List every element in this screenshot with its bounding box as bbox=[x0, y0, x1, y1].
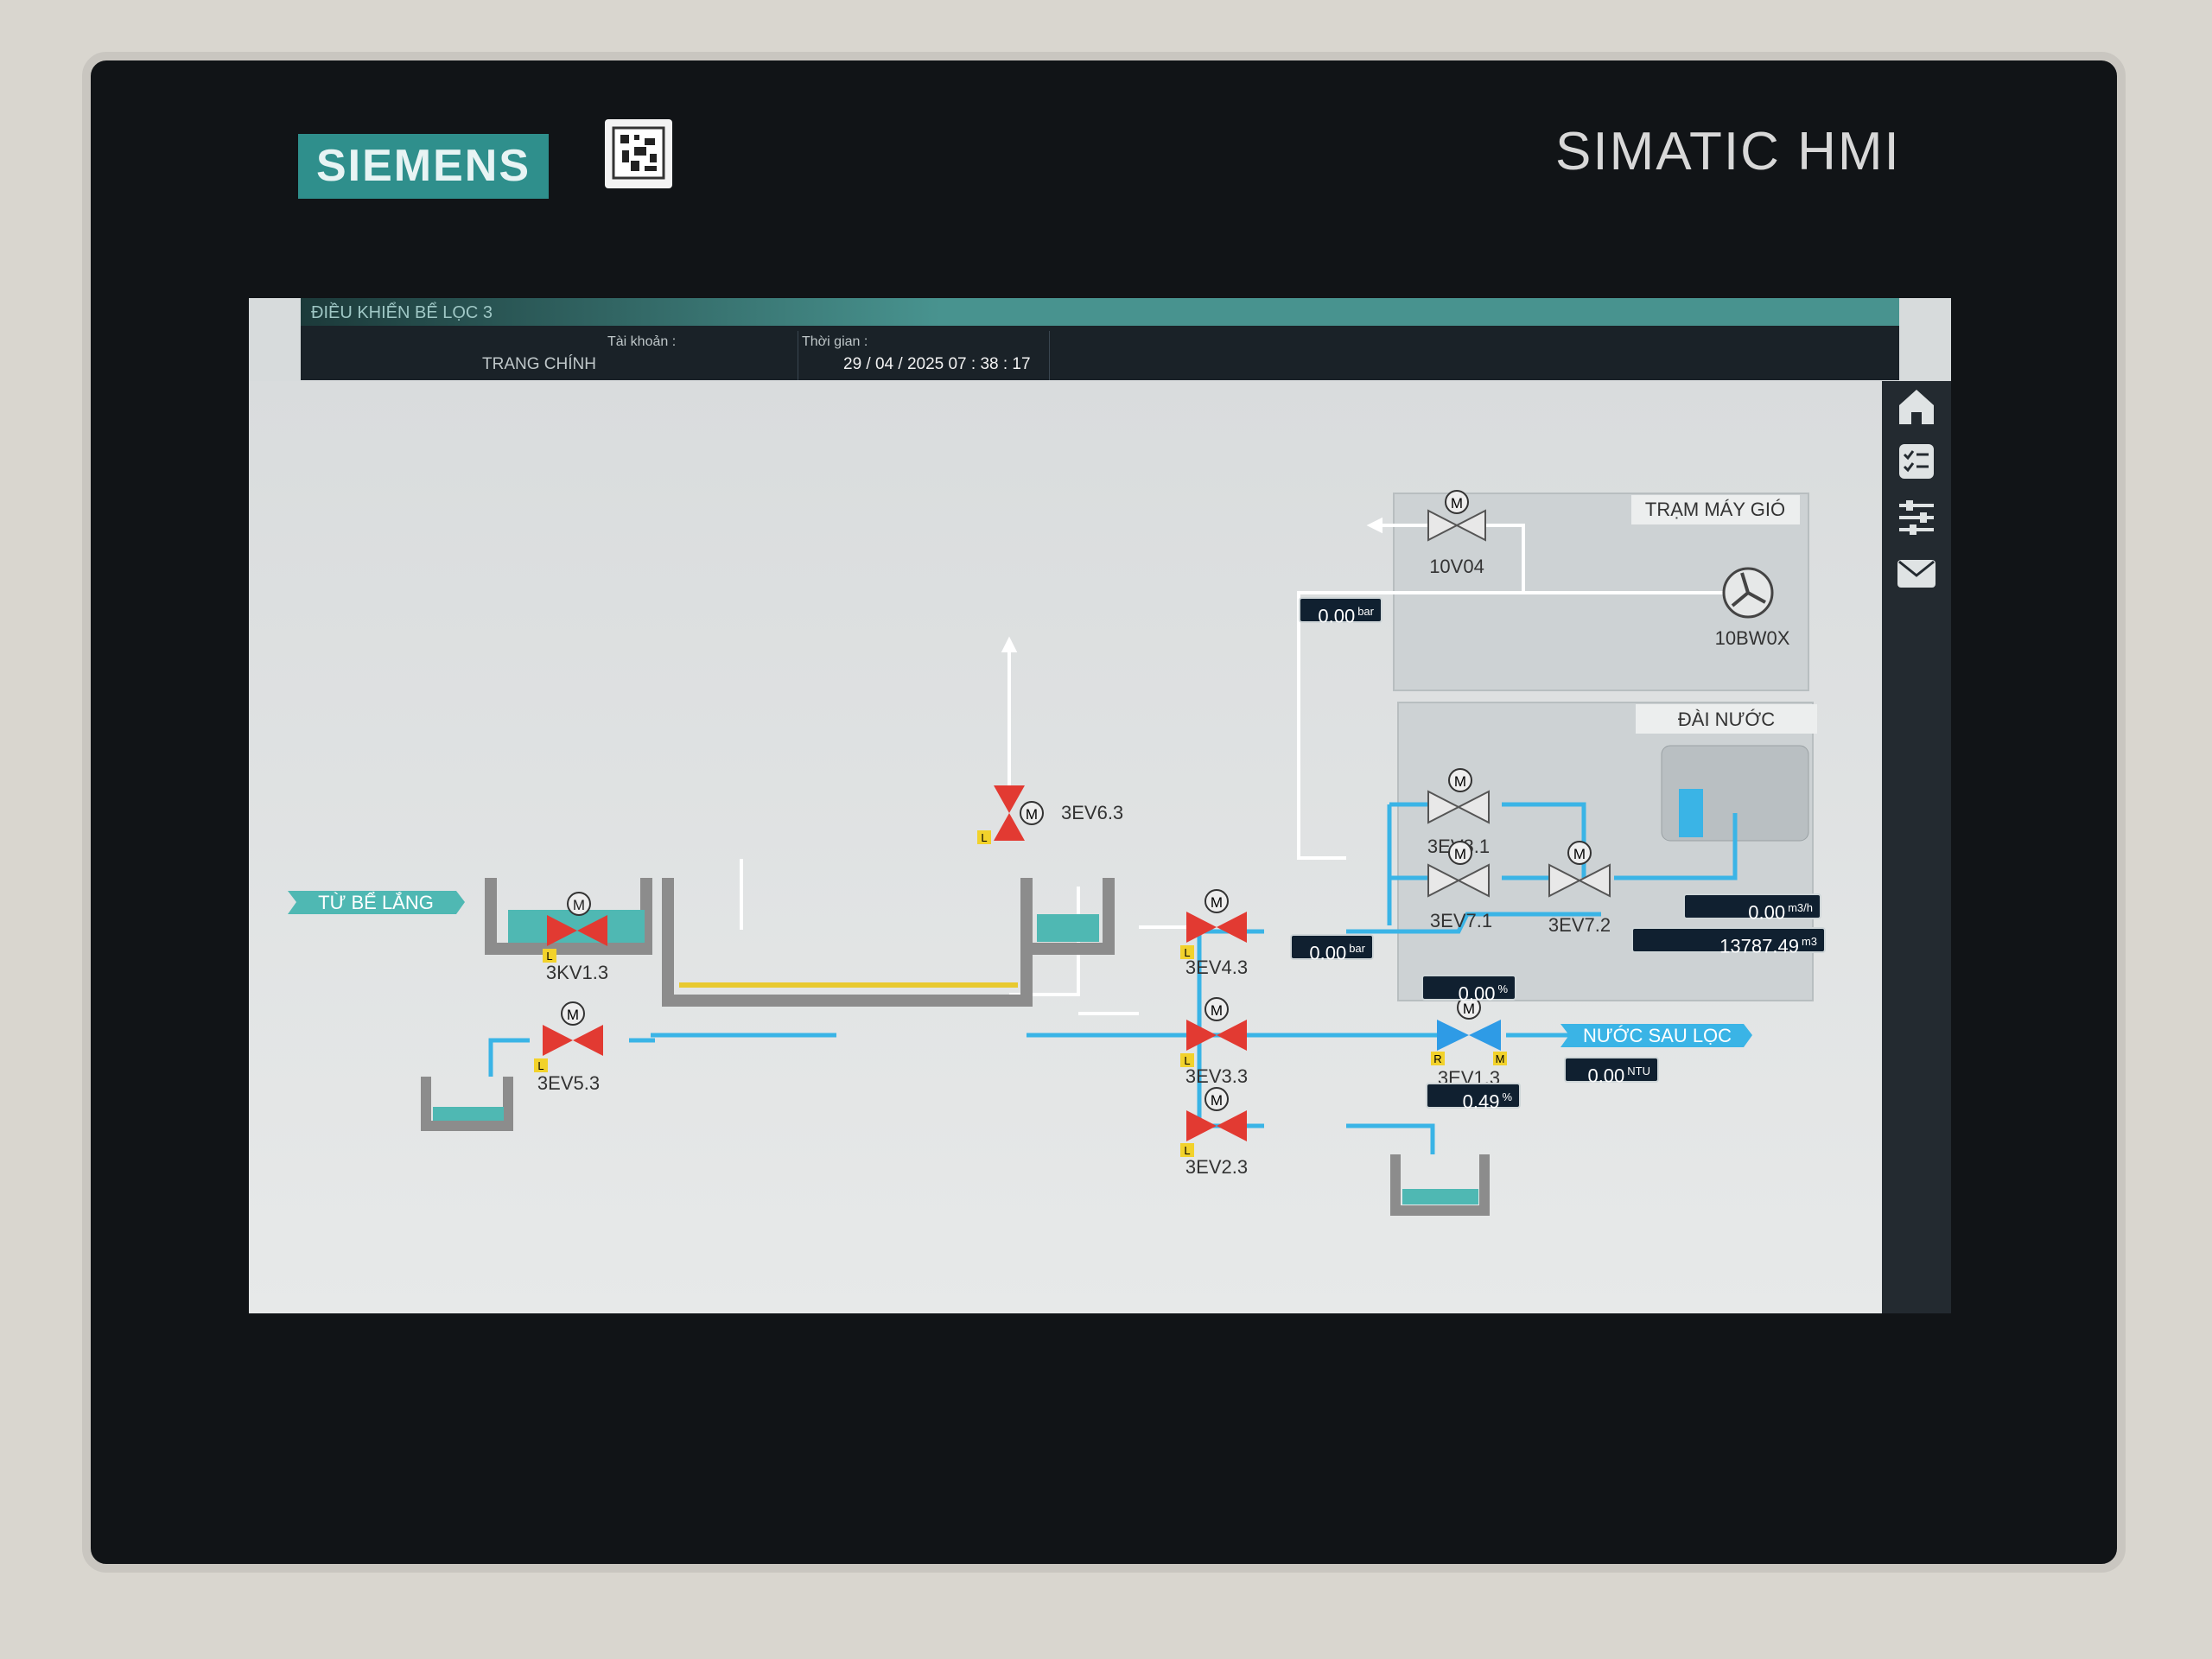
svg-text:M: M bbox=[1496, 1052, 1505, 1065]
svg-text:M: M bbox=[567, 1007, 579, 1023]
screen-title: ĐIỀU KHIỂN BỂ LỌC 3 bbox=[311, 303, 493, 322]
svg-text:M: M bbox=[1211, 1002, 1223, 1019]
svg-text:3KV1.3: 3KV1.3 bbox=[546, 962, 608, 983]
svg-text:L: L bbox=[1184, 1144, 1190, 1157]
svg-text:L: L bbox=[1184, 946, 1190, 959]
svg-text:M: M bbox=[1026, 806, 1038, 823]
process-canvas: TRẠM MÁY GIÓ ĐÀI NƯỚC bbox=[249, 381, 1882, 1313]
air-station-title: TRẠM MÁY GIÓ bbox=[1645, 499, 1785, 520]
svg-text:3EV7.1: 3EV7.1 bbox=[1430, 910, 1492, 931]
svg-text:L: L bbox=[1184, 1054, 1190, 1067]
valve-3kv13[interactable]: M L 3KV1.3 bbox=[543, 892, 608, 983]
valve-feedback-pct-display: 0.49% bbox=[1426, 1083, 1521, 1112]
svg-text:10V04: 10V04 bbox=[1429, 556, 1484, 577]
valve-3ev71[interactable]: M 3EV7.1 bbox=[1427, 841, 1492, 931]
drain-basin-right bbox=[1390, 1154, 1490, 1216]
checklist-icon[interactable] bbox=[1891, 437, 1942, 486]
valve-open-pct-display: 0.00% bbox=[1421, 975, 1516, 1004]
drain-basin-left bbox=[421, 1077, 513, 1131]
sliders-icon[interactable] bbox=[1891, 493, 1942, 542]
svg-text:M: M bbox=[1573, 846, 1586, 862]
svg-text:M: M bbox=[1211, 894, 1223, 911]
side-nav bbox=[1882, 381, 1951, 1313]
datamatrix-code-icon bbox=[605, 119, 672, 188]
mail-icon[interactable] bbox=[1891, 550, 1942, 598]
svg-text:M: M bbox=[1451, 495, 1463, 512]
svg-text:L: L bbox=[981, 831, 987, 844]
time-label: Thời gian : bbox=[802, 334, 868, 349]
valve-3ev72[interactable]: M 3EV7.2 bbox=[1548, 841, 1611, 936]
inlet-tank bbox=[485, 878, 1115, 1007]
svg-text:3EV7.2: 3EV7.2 bbox=[1548, 914, 1611, 936]
svg-text:NƯỚC SAU LỌC: NƯỚC SAU LỌC bbox=[1583, 1025, 1732, 1046]
svg-text:3EV2.3: 3EV2.3 bbox=[1185, 1156, 1248, 1178]
inlet-flag: TỪ BỂ LẮNG bbox=[288, 891, 465, 914]
svg-text:3EV4.3: 3EV4.3 bbox=[1185, 957, 1248, 978]
outlet-flag: NƯỚC SAU LỌC bbox=[1560, 1024, 1752, 1047]
product-title: SIMATIC HMI bbox=[1555, 122, 1901, 181]
svg-text:3EV5.3: 3EV5.3 bbox=[537, 1072, 600, 1094]
valve-3ev43[interactable]: M L 3EV4.3 bbox=[1180, 889, 1248, 978]
svg-text:TỪ BỂ LẮNG: TỪ BỂ LẮNG bbox=[318, 892, 434, 913]
svg-text:M: M bbox=[573, 897, 585, 913]
valve-3ev53[interactable]: M L 3EV5.3 bbox=[534, 1001, 603, 1094]
blower-10bw0x-icon[interactable]: 10BW0X bbox=[1715, 567, 1790, 649]
svg-text:L: L bbox=[537, 1059, 543, 1072]
datetime-value: 29 / 04 / 2025 07 : 38 : 17 bbox=[843, 355, 1031, 373]
svg-text:M: M bbox=[1454, 846, 1466, 862]
svg-text:3EV3.3: 3EV3.3 bbox=[1185, 1065, 1248, 1087]
account-label: Tài khoản : bbox=[607, 334, 677, 349]
home-icon[interactable] bbox=[1891, 381, 1942, 429]
valve-3ev13[interactable]: M R M 3EV1.3 bbox=[1431, 995, 1507, 1089]
valve-3ev23[interactable]: M L 3EV2.3 bbox=[1180, 1087, 1248, 1178]
svg-text:M: M bbox=[1211, 1092, 1223, 1109]
home-link[interactable]: TRANG CHÍNH bbox=[482, 355, 596, 373]
svg-text:L: L bbox=[546, 950, 552, 963]
svg-text:3EV6.3: 3EV6.3 bbox=[1061, 802, 1123, 823]
water-tower-title: ĐÀI NƯỚC bbox=[1678, 709, 1775, 730]
valve-3ev33[interactable]: M L 3EV3.3 bbox=[1180, 997, 1248, 1087]
siemens-logo: SIEMENS bbox=[298, 134, 549, 199]
title-bar: ĐIỀU KHIỂN BỂ LỌC 3 bbox=[301, 298, 1899, 326]
svg-text:M: M bbox=[1463, 1001, 1475, 1017]
svg-text:M: M bbox=[1454, 773, 1466, 790]
svg-text:10BW0X: 10BW0X bbox=[1715, 627, 1790, 649]
datetime-box: Thời gian : 29 / 04 / 2025 07 : 38 : 17 bbox=[798, 331, 1050, 380]
valve-3ev63[interactable]: M L 3EV6.3 bbox=[977, 785, 1123, 844]
svg-text:R: R bbox=[1433, 1052, 1441, 1065]
valve-10v04[interactable]: M 10V04 bbox=[1427, 490, 1486, 577]
hmi-screen: ĐIỀU KHIỂN BỂ LỌC 3 TRANG CHÍNH Tài khoả… bbox=[249, 298, 1951, 1313]
